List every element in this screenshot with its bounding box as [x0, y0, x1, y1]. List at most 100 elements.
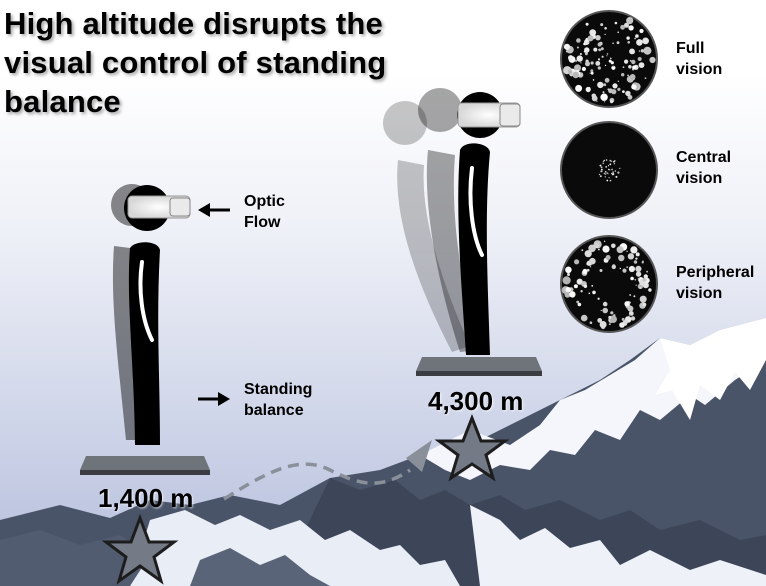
optic-flow-dot [625, 90, 631, 97]
optic-flow-dot [617, 31, 620, 34]
full-vision-disk [560, 10, 658, 108]
optic-flow-dot [610, 100, 614, 104]
optic-flow-dot [600, 47, 604, 51]
optic-flow-dot [607, 173, 609, 175]
optic-flow-dot [635, 265, 642, 272]
standing-balance-arrow [198, 392, 230, 406]
optic-flow-dot [622, 66, 625, 69]
figure-title: High altitude disrupts the visual contro… [4, 6, 387, 119]
optic-flow-dot [600, 170, 602, 173]
optic-flow-dot [580, 314, 588, 322]
arrow-head [406, 440, 432, 472]
optic-flow-dot [628, 65, 632, 69]
optic-flow-dot [599, 164, 602, 167]
optic-flow-dot [633, 260, 638, 264]
optic-flow-dot [611, 172, 613, 175]
optic-flow-dot [590, 61, 594, 65]
optic-flow-dot [616, 41, 620, 45]
optic-flow-dot [572, 71, 580, 79]
optic-flow-dot [618, 254, 625, 262]
optic-flow-dot [621, 73, 625, 77]
optic-flow-dot [629, 59, 632, 62]
optic-flow-dot [586, 268, 590, 272]
optic-flow-dot [577, 302, 582, 307]
optic-flow-dot [584, 250, 592, 258]
optic-flow-dot [603, 159, 605, 162]
optic-flow-dot [598, 48, 600, 51]
optic-flow-dot [576, 38, 581, 43]
optic-flow-dot [628, 25, 634, 31]
optic-flow-dot [604, 173, 607, 175]
optic-flow-dot [584, 47, 590, 53]
optic-flow-dot [626, 266, 629, 268]
optic-flow-dot [581, 249, 584, 252]
optic-flow-dot [648, 288, 652, 292]
optic-flow-dot [629, 48, 635, 55]
optic-flow-dot [587, 35, 594, 42]
optic-flow-dot [597, 58, 601, 61]
optic-flow-dot [590, 69, 594, 73]
optic-flow-dot [591, 93, 597, 99]
optic-flow-dot [626, 36, 630, 40]
optic-flow-dot [577, 69, 580, 72]
optic-flow-dot [606, 53, 609, 55]
optic-flow-dot [628, 265, 636, 273]
optic-flow-dot [567, 69, 573, 74]
optic-flow-dot [581, 66, 587, 72]
standing-figure-low [111, 184, 191, 445]
optic-flow-dot [639, 295, 647, 303]
optic-flow-dot [595, 61, 601, 66]
optic-flow-dot [639, 28, 644, 34]
optic-flow-dot [643, 274, 648, 279]
optic-flow-dot [602, 301, 608, 307]
optic-flow-dot [585, 61, 590, 67]
optic-flow-dot [599, 269, 603, 272]
optic-flow-dot [604, 77, 610, 83]
optic-flow-dot [562, 276, 571, 285]
optic-flow-dot [590, 71, 594, 75]
optic-flow-dot [603, 101, 606, 103]
optic-flow-dot [608, 177, 610, 179]
optic-flow-dot [627, 74, 629, 77]
optic-flow-dot [599, 175, 602, 178]
optic-flow-dot [592, 290, 596, 295]
optic-flow-dot [642, 37, 649, 45]
optic-flow-dot [599, 321, 607, 328]
optic-flow-dot [619, 322, 625, 328]
optic-flow-dot [605, 255, 611, 260]
optic-flow-dot [583, 43, 585, 45]
optic-flow-dot [602, 245, 610, 253]
optic-flow-dot [597, 66, 601, 70]
optic-flow-dot [627, 41, 630, 44]
optic-flow-dot [604, 33, 606, 36]
optic-flow-dot [624, 22, 629, 28]
optic-flow-dot [589, 321, 593, 325]
optic-flow-dot [583, 284, 588, 288]
optic-flow-dot [574, 259, 580, 265]
optic-flow-dot [613, 163, 616, 165]
optic-flow-dot [563, 43, 571, 50]
optic-flow-dot [564, 291, 571, 298]
optic-flow-dot [619, 245, 621, 247]
optic-flow-dot [611, 168, 613, 171]
optic-flow-dot [589, 257, 596, 265]
optic-flow-dot [597, 42, 602, 47]
optic-flow-dot [610, 311, 614, 315]
star-high-altitude [434, 413, 510, 482]
optic-flow-dot [608, 323, 611, 326]
optic-flow-dot [597, 318, 603, 323]
optic-flow-dot [604, 176, 606, 178]
optic-flow-dot [634, 278, 637, 281]
optic-flow-dot [641, 261, 644, 264]
optic-flow-dot [612, 83, 618, 89]
optic-flow-label: Optic Flow [244, 193, 285, 231]
optic-flow-dot [638, 50, 641, 52]
optic-flow-dot [602, 91, 605, 94]
optic-flow-dot [589, 266, 592, 268]
optic-flow-dot [619, 267, 621, 270]
optic-flow-dot [628, 313, 631, 316]
optic-flow-dot [631, 84, 637, 90]
optic-flow-dot [595, 35, 601, 41]
peripheral-vision-label: Peripheral vision [676, 264, 755, 302]
optic-flow-dot [621, 317, 625, 321]
